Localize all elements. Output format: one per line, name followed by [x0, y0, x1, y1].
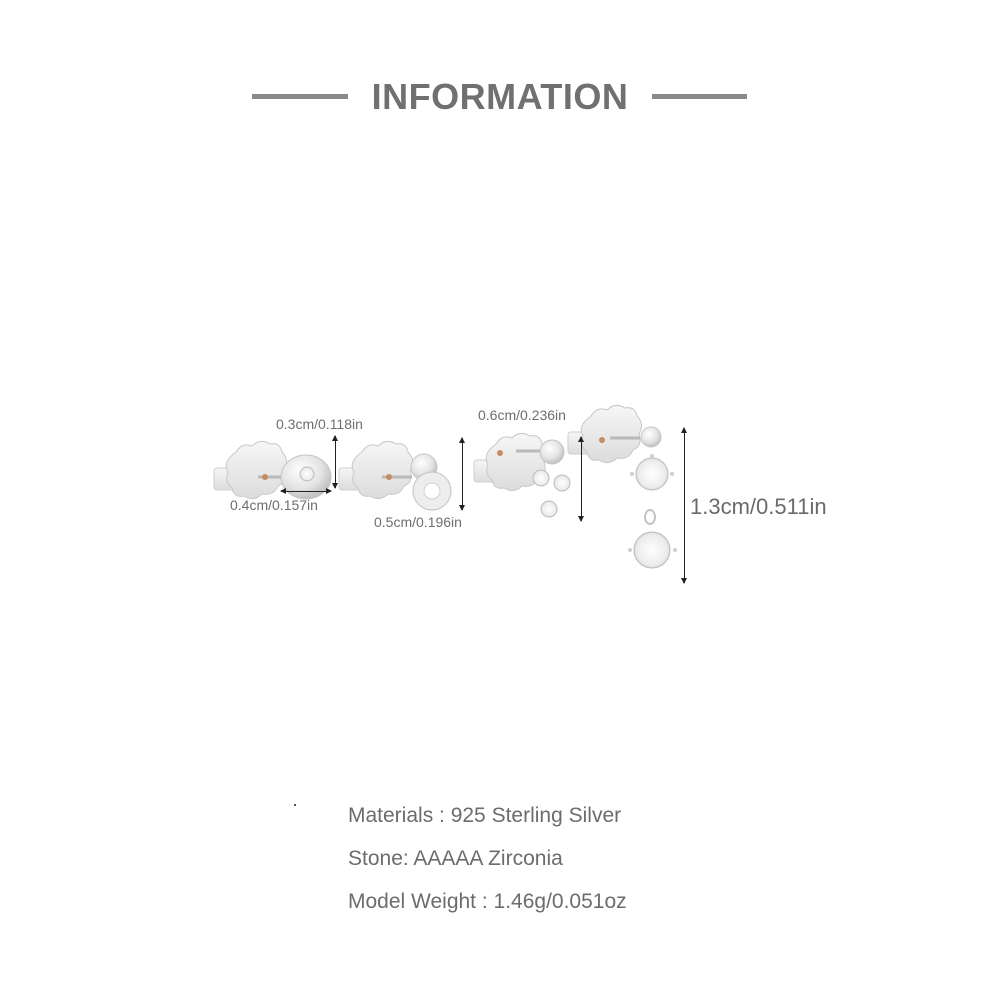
header-rule-left	[252, 94, 348, 99]
dimension-arrow-vertical	[332, 435, 338, 489]
dimension-arrow-horizontal	[280, 488, 332, 494]
dimension-label-earring-1-width: 0.4cm/0.157in	[230, 497, 318, 513]
dimension-label-earring-1-height: 0.3cm/0.118in	[276, 416, 363, 432]
dimension-arrow-vertical	[459, 437, 465, 511]
spec-stone: Stone: AAAAA Zirconia	[348, 847, 563, 870]
stray-dot	[294, 804, 296, 806]
earring-4-double-drop-stud	[567, 404, 677, 569]
dimension-arrow-vertical	[681, 427, 687, 584]
earring-1-bead-stud	[213, 440, 332, 500]
dimension-label-earring-4-length: 1.3cm/0.511in	[690, 494, 827, 519]
earring-3-trio-stud	[473, 432, 571, 518]
spec-weight: Model Weight : 1.46g/0.051oz	[348, 890, 627, 913]
earring-2-circle-stud	[338, 440, 452, 511]
product-specs: Materials : 925 Sterling Silver Stone: A…	[348, 802, 627, 931]
dimension-arrow-vertical	[578, 436, 584, 522]
section-title: INFORMATION	[371, 76, 629, 117]
dimension-label-earring-3-height: 0.6cm/0.236in	[478, 407, 566, 423]
dimension-label-earring-2-height: 0.5cm/0.196in	[374, 514, 462, 530]
spec-materials: Materials : 925 Sterling Silver	[348, 804, 622, 827]
header-rule-right	[652, 94, 747, 99]
section-header: INFORMATION	[0, 74, 1000, 122]
